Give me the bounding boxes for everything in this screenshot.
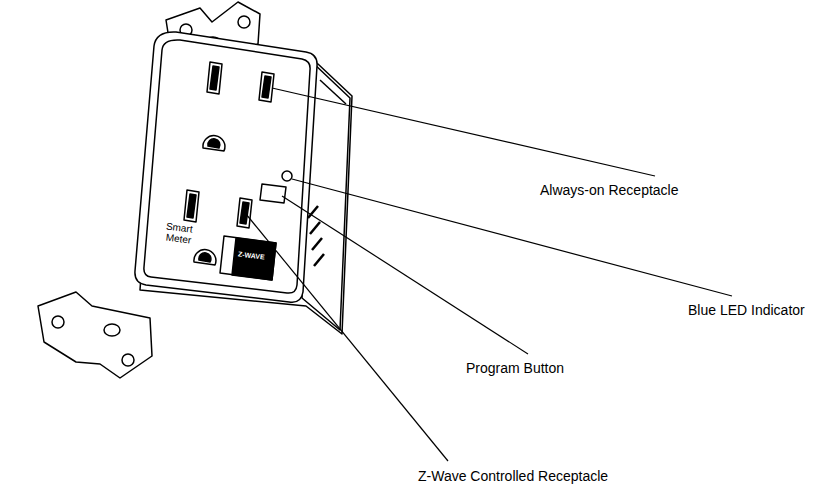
ground-hole (194, 250, 216, 265)
zwave-badge (220, 236, 276, 280)
callout-label: Z-Wave Controlled Receptacle (418, 468, 608, 485)
receptacle-slot (262, 76, 271, 98)
strap-hole (122, 354, 134, 366)
strap-hole (238, 16, 250, 28)
leader-line (246, 214, 448, 461)
ground-hole (199, 253, 211, 262)
face-rim (135, 32, 317, 302)
zwave-badge (232, 238, 276, 280)
strap-hole (104, 324, 120, 336)
receptacle-slot (210, 66, 219, 90)
mounting-strap (38, 292, 152, 378)
badge-logo: Z-WAVE (238, 250, 265, 260)
receptacle-slot (259, 72, 274, 102)
leader-line (272, 88, 655, 176)
callout-label: Always-on Receptacle (540, 182, 679, 199)
face-marking: Smart Meter (147, 219, 193, 245)
leader-line (292, 179, 732, 296)
receptacle-slot (240, 202, 249, 224)
side-rib (310, 222, 320, 234)
side-rib (314, 254, 324, 266)
receptacle-slot (237, 198, 252, 228)
leader-line (282, 196, 528, 354)
led-indicator (282, 171, 292, 181)
ground-hole (203, 136, 225, 151)
receptacle-slot (184, 190, 199, 222)
face-plate (144, 40, 310, 293)
callout-label: Blue LED Indicator (688, 302, 805, 319)
strap-hole (52, 316, 64, 328)
receptacle-slot (187, 194, 196, 218)
callout-label: Program Button (466, 360, 564, 377)
program-button (260, 184, 286, 203)
side-rib (312, 238, 322, 250)
ground-hole (208, 139, 220, 148)
receptacle-slot (207, 62, 222, 94)
